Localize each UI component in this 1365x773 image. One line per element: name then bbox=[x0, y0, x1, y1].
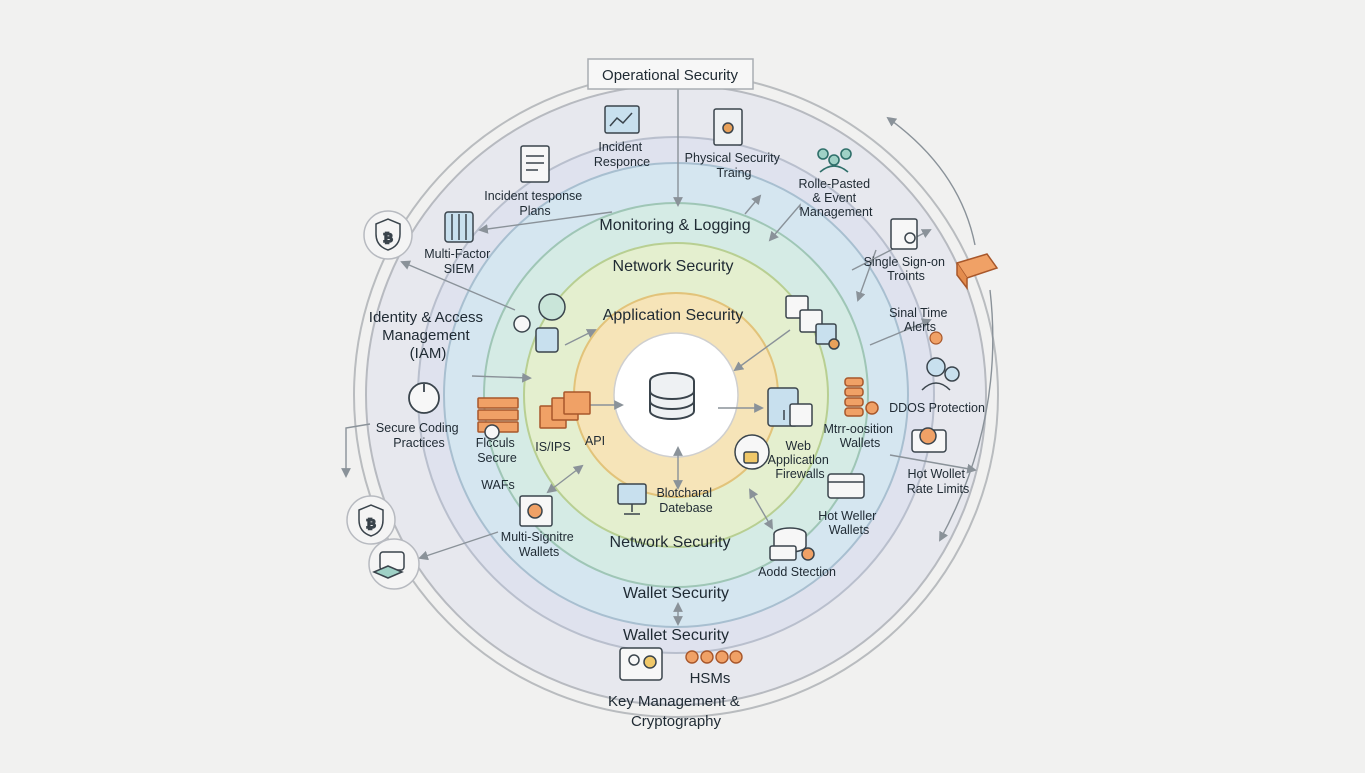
application-security-label: Application Security bbox=[603, 307, 744, 324]
arrow-right-outer-3 bbox=[889, 454, 977, 474]
arrow-bottom-right bbox=[749, 488, 773, 530]
mfa-siem-label: Multi-Factor SIEM bbox=[424, 247, 493, 276]
hardware-key-icon bbox=[368, 538, 420, 590]
arrow-arc-right bbox=[886, 116, 976, 246]
api-label: API bbox=[585, 434, 605, 448]
isips-label: IS/IPS bbox=[535, 440, 570, 454]
arrow-monitor-left bbox=[478, 211, 613, 234]
hardware-wallet-icon bbox=[827, 473, 865, 499]
gear-network-icon bbox=[513, 293, 566, 353]
secure-coding-label: Secure Coding Practices bbox=[376, 421, 462, 450]
network-security-top-label: Network Security bbox=[613, 258, 734, 275]
arrow-multisig-out bbox=[418, 531, 499, 561]
arrow-sso bbox=[856, 249, 877, 302]
arrow-right-in bbox=[733, 329, 791, 372]
shield-bitcoin-icon-bottom: ₿ bbox=[346, 495, 396, 545]
blockchain-database-label: Blotcharal Datebase bbox=[656, 486, 715, 515]
audit-detection-label: Aodd Stection bbox=[758, 565, 836, 579]
hsm-device-icon bbox=[619, 647, 663, 681]
web-app-firewalls-label: Web Applicatlon Firewalls bbox=[768, 439, 833, 481]
multi-position-wallets-label: Mtrr-oosition Wallets bbox=[824, 422, 897, 450]
svg-text:₿: ₿ bbox=[366, 517, 376, 531]
firewall-bricks-icon bbox=[477, 397, 519, 440]
arrow-role-right bbox=[768, 203, 801, 242]
padlock-db-icon bbox=[734, 434, 770, 470]
wafs-label: WAFs bbox=[481, 478, 515, 492]
server-tower-icon bbox=[713, 108, 743, 146]
hot-wallet-rate-label: Hot Wollet Rate Limits bbox=[907, 467, 970, 496]
hot-wallets-label: Hot Weller Wallets bbox=[818, 509, 880, 537]
people-icon bbox=[921, 357, 960, 391]
arrow-secure-loop bbox=[341, 423, 371, 478]
real-time-alerts-label: Sinal Time Alerts bbox=[889, 306, 951, 334]
network-security-bottom-label: Network Security bbox=[610, 534, 731, 551]
incident-plans-label: Incident tesponse Plans bbox=[484, 189, 585, 218]
incident-response-label: Incident Responce bbox=[594, 140, 650, 169]
wallet-security-outer-label: Wallet Security bbox=[623, 627, 729, 644]
orange-coin-small-icon bbox=[929, 331, 943, 345]
monitoring-logging-label: Monitoring & Logging bbox=[599, 217, 750, 234]
chart-monitor-icon bbox=[604, 105, 640, 134]
server-stack-icon bbox=[444, 211, 474, 243]
app-window-icon bbox=[785, 295, 840, 350]
multisig-doc-icon bbox=[519, 495, 553, 527]
coin-stack-icon bbox=[844, 377, 879, 417]
role-based-label: Rolle-Pasted & Event Management bbox=[798, 177, 873, 219]
svg-text:₿: ₿ bbox=[383, 231, 393, 245]
coins-row-icon bbox=[685, 650, 743, 664]
operational-security-box bbox=[587, 58, 754, 90]
arrow-right-outer-2 bbox=[869, 318, 932, 346]
firewalls-secure-label: Flcculs Secure bbox=[476, 436, 518, 465]
isips-bricks-icon bbox=[539, 391, 591, 429]
orange-box-icon bbox=[955, 253, 999, 291]
physical-training-label: Physical Security Traing bbox=[685, 151, 784, 180]
arrow-app-left bbox=[564, 329, 597, 346]
hsms-label: HSMs bbox=[690, 670, 731, 687]
multisig-wallets-label: Multi-Signitre Wallets bbox=[501, 530, 577, 559]
team-icon bbox=[817, 148, 852, 173]
key-management-label: Key Management & Cryptography bbox=[608, 693, 744, 730]
wallet-security-inner-label: Wallet Security bbox=[623, 585, 729, 602]
shield-bitcoin-icon-top: ₿ bbox=[363, 210, 413, 260]
arrow-monitor-right bbox=[744, 194, 762, 215]
iam-label: Identity & Access Management (IAM) bbox=[369, 309, 487, 362]
arrow-iam-out bbox=[400, 260, 516, 311]
database-icon bbox=[649, 372, 695, 420]
web-server-icon bbox=[767, 387, 813, 427]
arrow-firewall-in bbox=[471, 372, 532, 383]
disk-stack-icon bbox=[769, 527, 815, 561]
arrow-arc-right-2 bbox=[939, 289, 994, 542]
coin-tray-icon bbox=[911, 427, 947, 453]
target-icon bbox=[408, 382, 440, 414]
ddos-protection-label: DDOS Protection bbox=[889, 401, 985, 415]
monitor-icon bbox=[617, 483, 647, 515]
sso-label: Single Sign-on Troints bbox=[864, 255, 949, 283]
operational-security-label: Operational Security bbox=[602, 67, 738, 84]
clipboard-icon bbox=[890, 218, 918, 250]
arrow-bottom-left bbox=[546, 464, 584, 494]
document-icon bbox=[520, 145, 550, 183]
